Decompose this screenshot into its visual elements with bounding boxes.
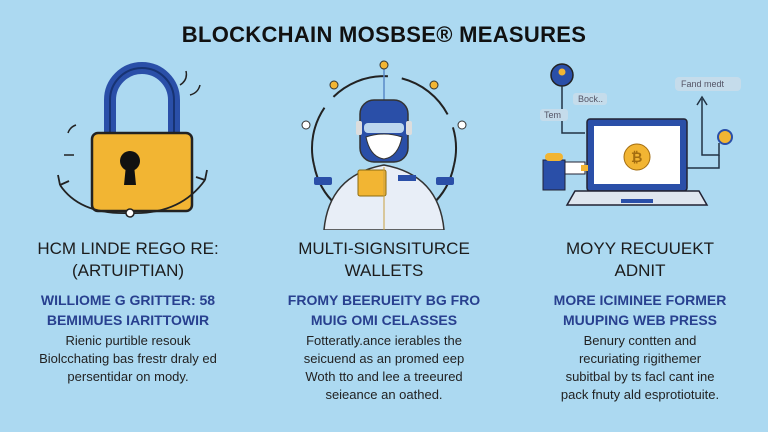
laptop-wallet-icon: Bock.. Tem Fand medt ₿: [540, 63, 741, 206]
column-subheading: MUIG OMI CELASSES: [310, 312, 458, 328]
page-title: BLOCKCHAIN MOSBSE® MEASURES: [181, 22, 587, 47]
column-subheading: MORE ICIMINEE FORMER: [553, 292, 727, 308]
column-body: Fotteratly.ance ierables the: [306, 333, 462, 348]
column-subheading: WILLIOME G GRITTER: 58: [40, 292, 216, 308]
column-right: MOYY RECUUEKT ADNIT MORE ICIMINEE FORMER…: [512, 238, 768, 404]
column-heading: ADNIT: [614, 261, 666, 280]
column-body: Benury contten and: [583, 333, 697, 348]
column-heading: MOYY RECUUEKT: [566, 239, 714, 258]
column-subheading: FROMY BEERUEITY BG FRO: [287, 292, 481, 308]
column-subheading: MUUPING WEB PRESS: [562, 312, 717, 328]
column-body: seieance an oathed.: [325, 387, 443, 402]
column-center: MULTI-SIGNSITURCE WALLETS FROMY BEERUEIT…: [256, 238, 512, 404]
column-heading: (ARTUIPTIAN): [71, 261, 185, 280]
column-heading: WALLETS: [344, 261, 424, 280]
column-body: recuriating rigithemer: [578, 351, 702, 366]
column-body: seicuend as an promed eep: [303, 351, 465, 366]
label-tag: Fand medt: [681, 79, 725, 89]
signer-avatar-icon: [301, 60, 467, 230]
column-heading: MULTI-SIGNSITURCE: [298, 239, 470, 258]
column-left: HCM LINDE REGO RE: (ARTUIPTIAN) WILLIOME…: [0, 238, 256, 386]
label-tag: Tem: [544, 110, 561, 120]
column-body: pack fnuty ald esprotiotuite.: [560, 387, 720, 402]
column-body: Rienic purtible resouk: [65, 333, 191, 348]
column-body: persentidar on mody.: [67, 369, 189, 384]
svg-text:₿: ₿: [631, 149, 642, 165]
column-body: Biolcchating bas frestr draly ed: [39, 351, 217, 366]
column-heading: HCM LINDE REGO RE:: [37, 239, 219, 258]
label-tag: Bock..: [578, 94, 603, 104]
column-body: subitbal by ts facl cant ine: [565, 369, 715, 384]
column-subheading: BEMIMUES IARITTOWIR: [46, 312, 210, 328]
padlock-icon: [57, 62, 208, 218]
column-body: Woth tto and lee a treeured: [305, 369, 463, 384]
